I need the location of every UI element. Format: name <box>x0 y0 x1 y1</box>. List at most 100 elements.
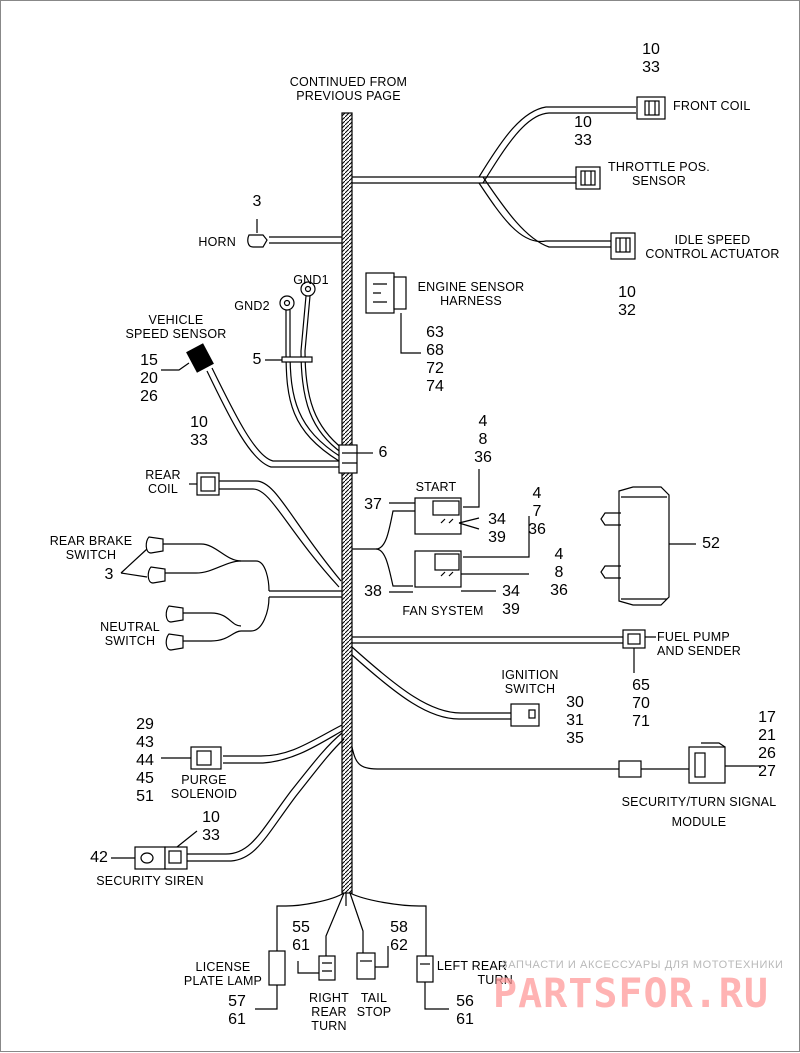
engine-sensor-line-1: ENGINE SENSOR <box>417 280 525 294</box>
module-52 <box>600 486 696 606</box>
ref-number: 21 <box>758 727 776 744</box>
horn-connector <box>247 219 342 248</box>
relay-mid-refs: 4 7 36 <box>525 485 549 539</box>
ignition-line-1: IGNITION <box>501 668 559 682</box>
ref-42: 42 <box>90 849 108 866</box>
security-module-refs: 17 21 26 27 <box>753 709 781 781</box>
fuel-pump-label: FUEL PUMP AND SENDER <box>657 630 741 658</box>
watermark-tagline: ЗАПЧАСТИ И АКСЕССУАРЫ ДЛЯ МОТОТЕХНИКИ <box>501 959 784 971</box>
rear-brake-line-1: REAR BRAKE <box>49 534 133 548</box>
ref-number: 74 <box>426 378 444 395</box>
ref-number: 10 <box>618 284 636 301</box>
ref-number: 27 <box>758 763 776 780</box>
rear-coil-branch <box>189 472 342 588</box>
ref-number: 32 <box>618 302 636 319</box>
vss-refs: 15 20 26 <box>135 352 163 406</box>
ref-number: 51 <box>136 788 154 805</box>
tail-label: TAIL STOP <box>349 991 399 1019</box>
vss-line-2: SPEED SENSOR <box>125 327 227 341</box>
engine-sensor-connector <box>365 272 421 354</box>
rear-coil-line-1: REAR <box>145 468 181 482</box>
throttle-line-2: SENSOR <box>632 174 686 188</box>
ref-number: 8 <box>478 431 488 448</box>
ref-37: 37 <box>364 496 382 513</box>
start-side-refs: 34 39 <box>485 511 509 547</box>
ref-number: 10 <box>574 114 592 131</box>
siren-refs: 10 33 <box>197 809 225 845</box>
rear-brake-ref: 3 <box>104 566 114 583</box>
security-module-line-2: MODULE <box>671 815 727 829</box>
clip-5-ref: 5 <box>252 351 262 368</box>
license-line-2: PLATE LAMP <box>183 974 263 988</box>
engine-sensor-line-2: HARNESS <box>440 294 502 308</box>
horn-label: HORN <box>198 235 236 249</box>
siren-label: SECURITY SIREN <box>96 874 204 888</box>
ref-number: 8 <box>554 564 564 581</box>
ref-number: 72 <box>426 360 444 377</box>
neutral-line-2: SWITCH <box>104 634 156 648</box>
ref-number: 17 <box>758 709 776 726</box>
tail-refs: 58 62 <box>385 919 413 955</box>
header-line-2: PREVIOUS PAGE <box>296 89 401 103</box>
ref-number: 34 <box>488 511 506 528</box>
ref-number: 31 <box>566 712 584 729</box>
front-coil-connector <box>636 96 666 120</box>
ref-number: 56 <box>456 993 474 1010</box>
fuel-pump-line-1: FUEL PUMP <box>657 630 730 644</box>
ref-number: 33 <box>202 827 220 844</box>
right-rear-refs: 55 61 <box>287 919 315 955</box>
ref-number: 4 <box>532 485 542 502</box>
ref-number: 45 <box>136 770 154 787</box>
ref-number: 36 <box>474 449 492 466</box>
ref-number: 10 <box>202 809 220 826</box>
ref-number: 33 <box>574 132 592 149</box>
clip-6-ref: 6 <box>378 444 388 461</box>
throttle-refs: 10 33 <box>569 114 597 150</box>
ref-number: 30 <box>566 694 584 711</box>
rear-coil-refs: 10 33 <box>185 414 213 450</box>
ref-number: 33 <box>642 59 660 76</box>
trunk-clip <box>338 444 373 474</box>
rear-coil-label: REAR COIL <box>137 468 189 496</box>
fan-right-refs: 4 8 36 <box>547 546 571 600</box>
right-rear-line-1: RIGHT <box>309 991 349 1005</box>
fuel-pump-branch <box>352 629 656 673</box>
ref-number: 20 <box>140 370 158 387</box>
ref-number: 44 <box>136 752 154 769</box>
neutral-line-1: NEUTRAL <box>100 620 160 634</box>
throttle-sensor-connector <box>575 166 601 190</box>
ref-number: 58 <box>390 919 408 936</box>
security-module-label: SECURITY/TURN SIGNAL MODULE <box>609 792 789 832</box>
purge-line-1: PURGE <box>181 773 227 787</box>
ref-number: 70 <box>632 695 650 712</box>
ref-number: 35 <box>566 730 584 747</box>
throttle-line-1: THROTTLE POS. <box>608 160 710 174</box>
gnd1-label: GND1 <box>293 273 329 287</box>
ref-number: 26 <box>758 745 776 762</box>
purge-branch <box>161 724 343 770</box>
rear-brake-label: REAR BRAKE SWITCH <box>41 534 141 562</box>
ref-number: 62 <box>390 937 408 954</box>
ref-number: 36 <box>550 582 568 599</box>
security-module-branch <box>351 742 761 784</box>
ref-38: 38 <box>364 583 382 600</box>
ref-number: 61 <box>456 1011 474 1028</box>
ref-number: 29 <box>136 716 154 733</box>
vss-label: VEHICLE SPEED SENSOR <box>111 313 241 341</box>
ref-number: 4 <box>478 413 488 430</box>
idle-line-2: CONTROL ACTUATOR <box>645 247 780 261</box>
tail-line-2: STOP <box>356 1005 392 1019</box>
purge-refs: 29 43 44 45 51 <box>131 716 159 806</box>
fuel-pump-refs: 65 70 71 <box>627 677 655 731</box>
right-rear-label: RIGHT REAR TURN <box>301 991 357 1033</box>
rear-brake-line-2: SWITCH <box>65 548 117 562</box>
left-rear-line-2: TURN <box>477 973 513 987</box>
watermark-logo: PARTSFOR.RU <box>493 971 769 1017</box>
ref-52: 52 <box>702 535 720 552</box>
idle-refs: 10 32 <box>613 284 641 320</box>
ref-number: 61 <box>292 937 310 954</box>
purge-line-2: SOLENOID <box>170 787 238 801</box>
ignition-line-2: SWITCH <box>504 682 556 696</box>
tail-line-1: TAIL <box>360 991 388 1005</box>
security-module-line-1: SECURITY/TURN SIGNAL <box>621 795 777 809</box>
